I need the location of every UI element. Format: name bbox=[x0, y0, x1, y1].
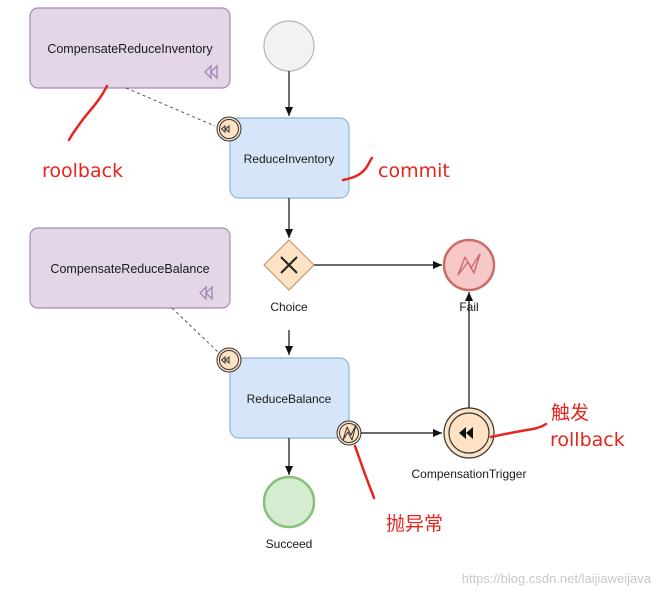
watermark: https://blog.csdn.net/laijiaweijava bbox=[462, 571, 652, 586]
succeed-end-event: Succeed bbox=[262, 475, 316, 551]
rewind-filled-icon bbox=[459, 427, 473, 439]
annotation-trigger-rollback: 触发 rollback bbox=[489, 402, 625, 451]
reduce-inventory-label: ReduceInventory bbox=[244, 152, 335, 166]
choice-label: Choice bbox=[270, 300, 308, 314]
compensation-trigger-label: CompensationTrigger bbox=[412, 467, 527, 481]
compensation-boundary-icon bbox=[216, 347, 242, 373]
compensation-rewind-icon bbox=[199, 285, 213, 301]
compensation-boundary-icon bbox=[216, 116, 242, 142]
succeed-label: Succeed bbox=[266, 537, 313, 551]
reduce-inventory-node: ReduceInventory bbox=[229, 117, 350, 199]
error-boundary-icon bbox=[336, 420, 362, 446]
compensate-reduce-balance-label: CompensateReduceBalance bbox=[50, 262, 209, 276]
annotation-commit-text: commit bbox=[378, 160, 450, 182]
choice-gateway: Choice bbox=[263, 239, 315, 314]
annotation-trigger-line1: 触发 bbox=[551, 402, 589, 424]
start-event bbox=[263, 20, 315, 72]
compensation-rewind-icon bbox=[204, 64, 218, 80]
annotation-commit: commit bbox=[341, 156, 450, 182]
error-lightning-icon bbox=[457, 253, 481, 276]
annotation-roolback: roolback bbox=[42, 84, 123, 182]
compensate-reduce-balance-node: CompensateReduceBalance bbox=[29, 227, 231, 309]
compensate-reduce-inventory-label: CompensateReduceInventory bbox=[47, 42, 213, 56]
compensate-reduce-inventory-node: CompensateReduceInventory bbox=[29, 7, 231, 89]
reduce-balance-node: ReduceBalance bbox=[229, 357, 350, 439]
annotation-roolback-text: roolback bbox=[42, 160, 123, 182]
compensation-association-2 bbox=[171, 307, 219, 353]
compensation-trigger-event: CompensationTrigger bbox=[412, 407, 527, 481]
annotation-trigger-line2: rollback bbox=[550, 429, 625, 451]
reduce-balance-label: ReduceBalance bbox=[247, 392, 332, 406]
exclusive-x-icon bbox=[280, 256, 298, 274]
annotation-throw-exception: 抛异常 bbox=[353, 444, 443, 535]
annotation-throw-exception-text: 抛异常 bbox=[386, 513, 443, 535]
compensation-association-1 bbox=[125, 87, 216, 127]
